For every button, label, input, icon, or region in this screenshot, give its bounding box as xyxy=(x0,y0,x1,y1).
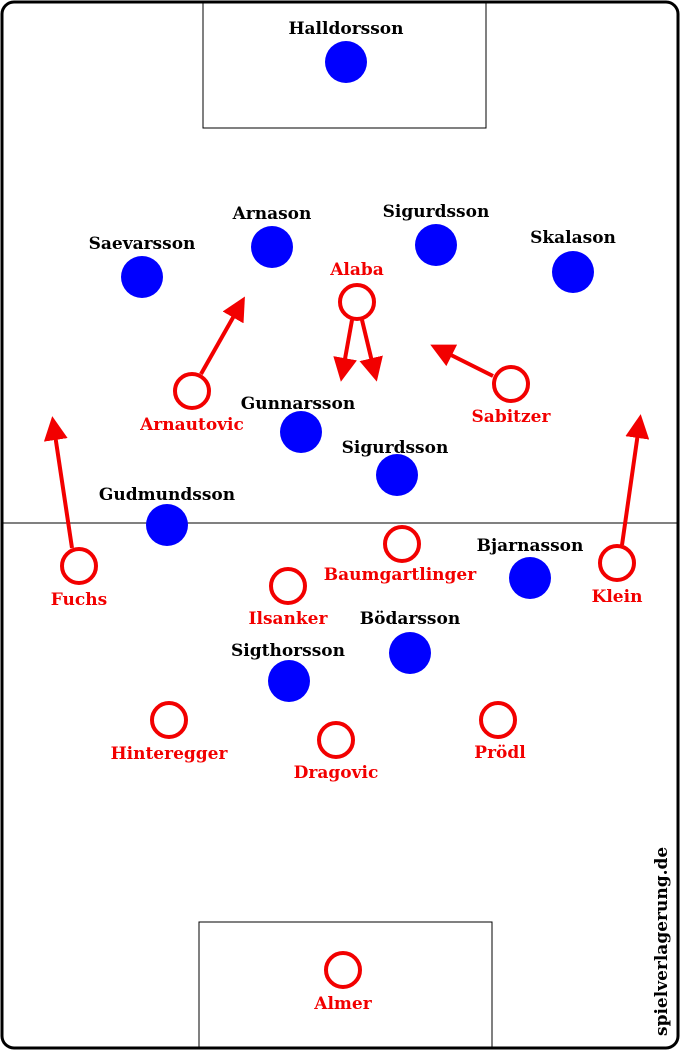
top-penalty-box xyxy=(202,1,487,129)
blue-player-marker xyxy=(509,557,551,599)
blue-player-marker xyxy=(146,504,188,546)
red-player-marker xyxy=(173,372,211,410)
blue-player-label: Saevarsson xyxy=(89,234,196,254)
red-player-marker xyxy=(492,365,530,403)
arrow-klein xyxy=(620,414,650,546)
arrow-alaba-right xyxy=(359,319,383,382)
red-player-label: Ilsanker xyxy=(249,609,329,629)
red-player-label: Sabitzer xyxy=(472,407,552,427)
red-player-label: Arnautovic xyxy=(139,415,244,435)
red-player-marker xyxy=(338,283,376,321)
blue-player-marker xyxy=(389,632,431,674)
red-player-marker xyxy=(317,721,355,759)
blue-player-marker xyxy=(325,41,367,83)
blue-player-label: Skalason xyxy=(530,228,616,248)
red-player-label: Baumgartlinger xyxy=(324,565,477,585)
blue-player-label: Sigurdsson xyxy=(342,438,449,458)
arrow-fuchs xyxy=(43,416,74,549)
blue-player-label: Gunnarsson xyxy=(241,394,355,414)
red-player-marker xyxy=(479,701,517,739)
blue-player-label: Gudmundsson xyxy=(99,485,235,505)
blue-player-marker xyxy=(268,660,310,702)
red-player-label: Hinteregger xyxy=(111,744,229,764)
red-player-marker xyxy=(269,567,307,605)
red-player-marker xyxy=(60,547,98,585)
red-player-label: Dragovic xyxy=(294,763,379,783)
bottom-penalty-box xyxy=(198,921,493,1049)
red-player-label: Fuchs xyxy=(51,590,107,610)
blue-player-marker xyxy=(415,224,457,266)
red-player-label: Klein xyxy=(592,587,643,607)
blue-player-label: Arnason xyxy=(232,204,312,224)
blue-player-marker xyxy=(552,251,594,293)
blue-player-marker xyxy=(251,226,293,268)
red-player-label: Alaba xyxy=(329,260,384,280)
red-player-marker xyxy=(598,544,636,582)
blue-player-label: Halldorsson xyxy=(288,19,403,39)
arrow-sabitzer xyxy=(430,344,494,378)
red-player-marker xyxy=(324,951,362,989)
red-player-marker xyxy=(383,525,421,563)
blue-player-marker xyxy=(280,411,322,453)
red-player-marker xyxy=(150,701,188,739)
watermark: spielverlagerung.de xyxy=(652,847,672,1036)
red-player-label: Almer xyxy=(313,994,372,1014)
blue-player-label: Bjarnasson xyxy=(477,536,584,556)
red-player-label: Prödl xyxy=(474,743,526,763)
blue-player-marker xyxy=(376,454,418,496)
blue-player-label: Bödarsson xyxy=(360,609,460,629)
blue-player-label: Sigthorsson xyxy=(231,641,345,661)
arrow-arnautovic xyxy=(199,296,245,375)
arrow-alaba-left xyxy=(333,319,357,382)
blue-player-marker xyxy=(121,256,163,298)
blue-player-label: Sigurdsson xyxy=(383,202,490,222)
